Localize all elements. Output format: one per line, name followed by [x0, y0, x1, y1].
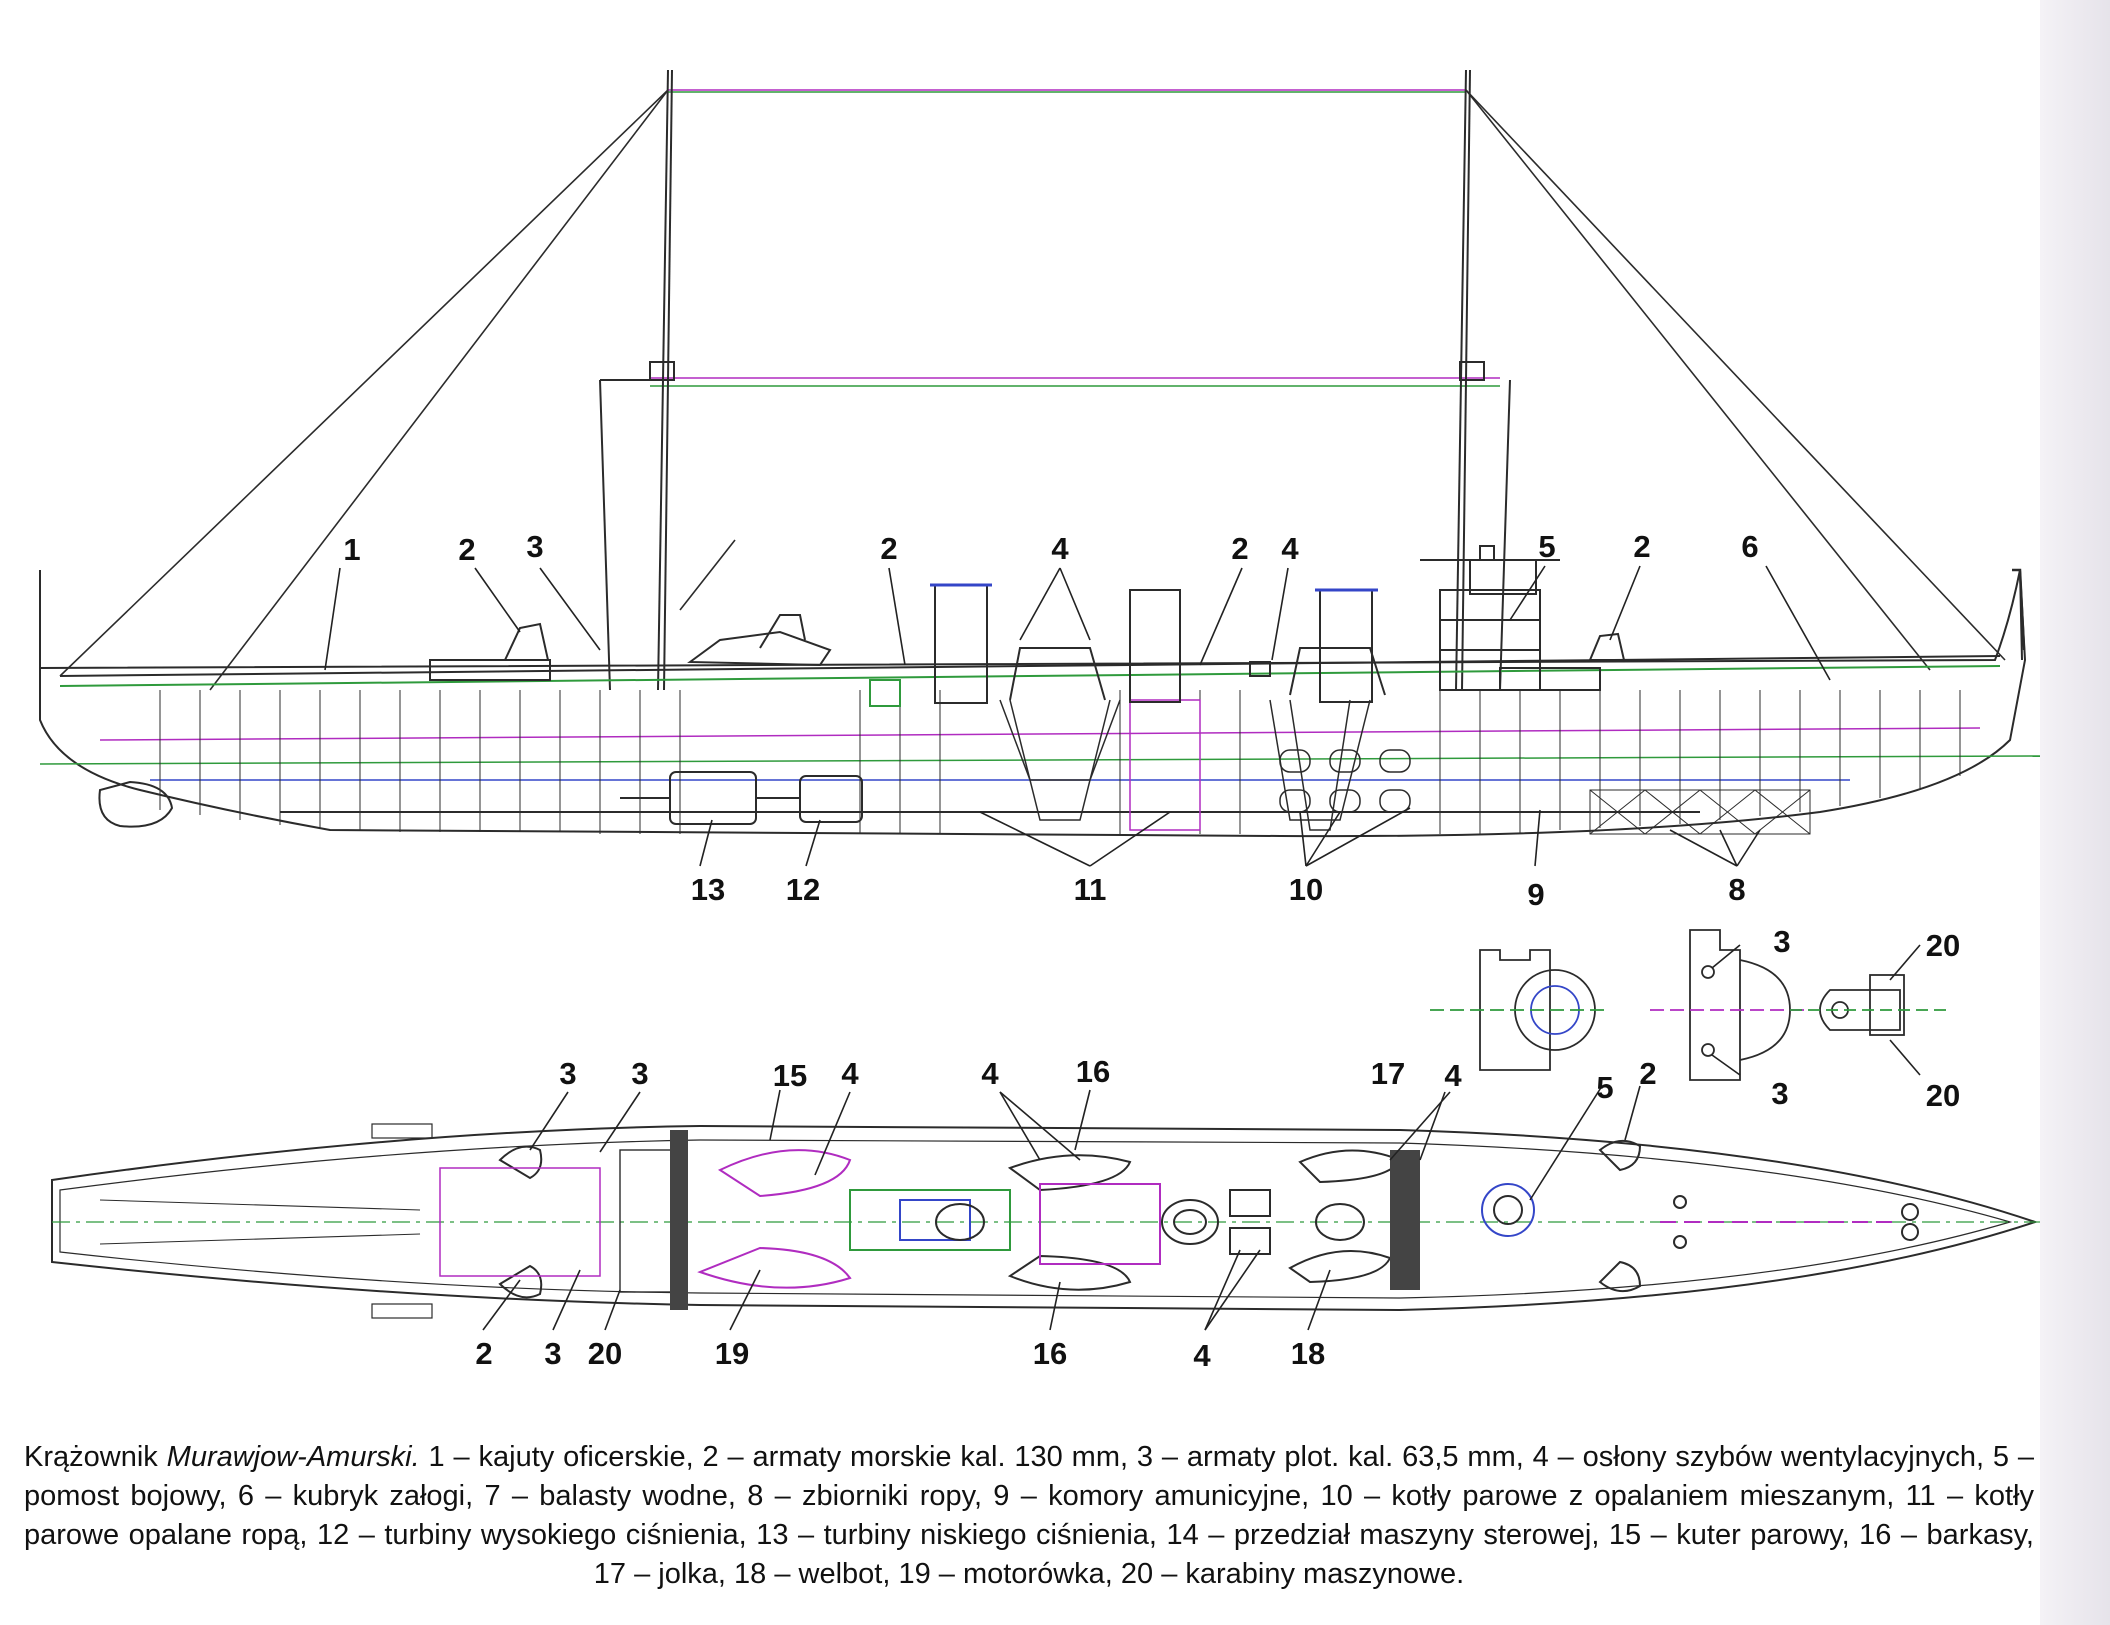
gun-details: [1430, 929, 1950, 1081]
plan-boat-18: [1288, 1249, 1392, 1284]
leader-lines: [324, 565, 1921, 1331]
deck-plan: [51, 1123, 2040, 1319]
hull-outline: [39, 569, 2027, 838]
figure-caption: Krążownik Murawjow-Amurski. 1 – kajuty o…: [24, 1438, 2034, 1594]
callout-8: 8: [1728, 872, 1745, 907]
callout-17: 17: [1371, 1056, 1405, 1091]
callout-2: 2: [475, 1336, 492, 1371]
callout-3: 3: [1773, 924, 1790, 959]
ventilator-cowls: [1009, 647, 1386, 701]
plan-boat-16b: [1007, 1254, 1132, 1291]
callout-2: 2: [1639, 1056, 1656, 1091]
fore-mast: [599, 69, 675, 691]
main-mast: [1455, 69, 1511, 691]
callout-15: 15: [773, 1058, 807, 1093]
plan-boat-15: [717, 1149, 852, 1198]
funnels: [930, 583, 1378, 704]
callout-16: 16: [1076, 1054, 1110, 1089]
callout-3: 3: [631, 1056, 648, 1091]
callout-4: 4: [1444, 1058, 1462, 1093]
callout-10: 10: [1289, 872, 1323, 907]
plan-boat-16a: [1007, 1154, 1132, 1192]
callout-13: 13: [691, 872, 725, 907]
hp-turbine: [799, 775, 863, 823]
rudder: [98, 780, 174, 828]
page-edge: [2040, 0, 2110, 1625]
callout-3: 3: [526, 529, 543, 564]
hull-frames: [159, 690, 1961, 834]
fuel-tanks: [1589, 789, 1811, 835]
side-profile: [39, 69, 2040, 838]
callout-20: 20: [1926, 928, 1960, 963]
callout-6: 6: [1741, 529, 1758, 564]
callout-9: 9: [1527, 877, 1544, 912]
callout-5: 5: [1538, 529, 1555, 564]
caption-lead: Krążownik: [24, 1441, 158, 1473]
callout-4: 4: [1193, 1338, 1211, 1373]
callout-18: 18: [1291, 1336, 1325, 1371]
callout-12: 12: [786, 872, 820, 907]
callout-4: 4: [981, 1056, 999, 1091]
callout-4: 4: [1281, 531, 1299, 566]
boilers: [999, 699, 1411, 831]
plan-callouts: 3 3 15 4 4 16 17 4 2 3 20 19 16 4 18 5 2: [475, 1054, 1656, 1373]
rigging: [59, 89, 2006, 691]
ship-drawing: 1 2 3 2 4 2 4 5 2 6 13 12 11 10 9 8 3 3 …: [39, 69, 2040, 1373]
detail-bridge-5: [1430, 949, 1610, 1071]
callout-2: 2: [458, 532, 475, 567]
plan-boat-17: [1298, 1149, 1402, 1184]
callout-2: 2: [1231, 531, 1248, 566]
caption-legend: 1 – kajuty oficerskie, 2 – armaty morski…: [24, 1441, 2034, 1590]
callout-11: 11: [1074, 872, 1107, 907]
plan-boat-19: [697, 1246, 852, 1289]
callout-2: 2: [1633, 529, 1650, 564]
callout-3: 3: [1771, 1076, 1788, 1111]
callout-20: 20: [588, 1336, 622, 1371]
callout-4: 4: [1051, 531, 1069, 566]
profile-callouts: 1 2 3 2 4 2 4 5 2 6 13 12 11 10 9 8: [343, 529, 1758, 912]
callout-1: 1: [343, 532, 360, 567]
callout-3: 3: [544, 1336, 561, 1371]
plan-hull-outline: [51, 1124, 2039, 1312]
callout-20: 20: [1926, 1078, 1960, 1113]
caption-ship-name: Murawjow-Amurski.: [166, 1441, 420, 1473]
callout-16: 16: [1033, 1336, 1067, 1371]
bridge-superstructure: [1420, 545, 1560, 691]
callout-5: 5: [1596, 1070, 1613, 1105]
callout-3: 3: [559, 1056, 576, 1091]
detail-callouts: 3 3 20 20: [1771, 924, 1960, 1113]
callout-2: 2: [880, 531, 897, 566]
detail-mg-20: [1790, 974, 1950, 1036]
aft-gun-2: [503, 622, 550, 661]
callout-19: 19: [715, 1336, 749, 1371]
callout-4: 4: [841, 1056, 859, 1091]
